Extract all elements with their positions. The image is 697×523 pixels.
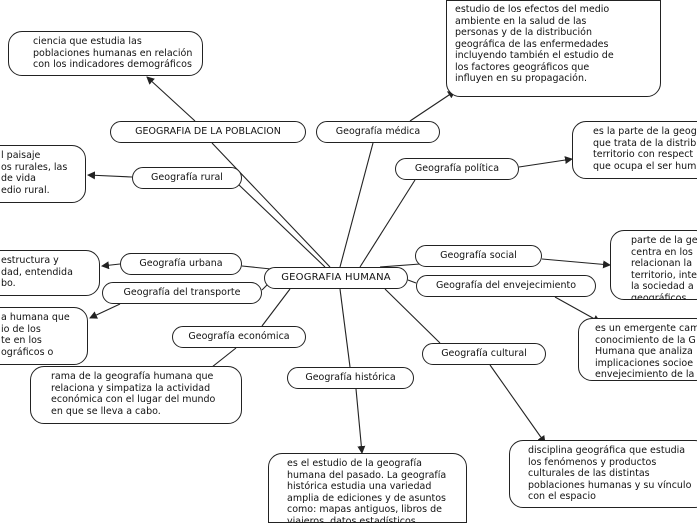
- edge-center-poblacion: [211, 142, 331, 268]
- edge-politica-desc: [518, 156, 573, 168]
- node-geografia-medica[interactable]: Geografía médica: [316, 121, 440, 143]
- node-geografia-rural[interactable]: Geografía rural: [132, 167, 242, 189]
- edge-poblacion-desc: [146, 76, 196, 122]
- edge-social-desc: [541, 258, 611, 269]
- node-geografia-historica[interactable]: Geografía histórica: [287, 367, 414, 389]
- center-node-label: GEOGRAFIA HUMANA: [281, 272, 391, 284]
- desc-envejecimiento: es un emergente cam conocimiento de la G…: [578, 318, 697, 381]
- node-label: Geografía rural: [151, 172, 223, 184]
- node-geografia-transporte[interactable]: Geografía del transporte: [102, 282, 262, 304]
- node-label: Geografía política: [414, 163, 500, 175]
- node-geografia-politica[interactable]: Geografía política: [395, 158, 519, 180]
- node-geografia-economica[interactable]: Geografía económica: [172, 326, 306, 348]
- node-label: Geografía económica: [188, 331, 290, 343]
- node-geografia-urbana[interactable]: Geografía urbana: [120, 253, 242, 275]
- node-geografia-poblacion[interactable]: GEOGRAFIA DE LA POBLACION: [110, 121, 306, 143]
- node-geografia-social[interactable]: Geografía social: [415, 245, 542, 267]
- node-label: Geografía del envejecimiento: [435, 280, 577, 292]
- node-geografia-envejecimiento[interactable]: Geografía del envejecimiento: [416, 275, 596, 297]
- desc-politica: es la parte de la geog que trata de la d…: [572, 121, 697, 179]
- edge-center-economica: [261, 288, 291, 327]
- desc-historica: es el estudio de la geografía humana del…: [268, 453, 467, 523]
- edge-medica-desc: [409, 90, 456, 122]
- node-label: Geografía del transporte: [123, 287, 241, 299]
- edge-rural-desc: [87, 171, 133, 180]
- desc-economica: rama de la geografía humana que relacion…: [30, 366, 242, 424]
- node-label: Geografía urbana: [139, 258, 223, 270]
- edge-cultural-desc: [489, 364, 546, 444]
- node-label: GEOGRAFIA DE LA POBLACION: [135, 126, 281, 138]
- desc-rural: l paisaje os rurales, las de vida edio r…: [0, 145, 86, 203]
- edge-center-social: [379, 263, 421, 268]
- node-label: Geografía social: [440, 250, 517, 262]
- desc-transporte: a humana que io de los te en los ográfic…: [0, 307, 88, 365]
- edge-center-cultural: [384, 288, 441, 344]
- edge-center-envejecimiento: [407, 279, 417, 284]
- desc-cultural: disciplina geográfica que estudia los fe…: [509, 440, 697, 508]
- desc-urbana: estructura y dad, entendida bo.: [0, 250, 100, 296]
- edge-historica-desc: [355, 388, 366, 454]
- node-label: Geografía médica: [335, 126, 421, 138]
- node-geografia-cultural[interactable]: Geografía cultural: [422, 343, 546, 365]
- edge-center-historica: [339, 288, 351, 368]
- desc-poblacion: ciencia que estudia las poblaciones huma…: [8, 31, 203, 76]
- edge-transporte-desc: [89, 303, 121, 319]
- edge-center-politica: [359, 179, 416, 268]
- desc-social: parte de la ge centra en los relacionan …: [610, 230, 697, 300]
- desc-medica: estudio de los efectos del medio ambient…: [446, 0, 661, 97]
- edge-urbana-desc: [101, 261, 121, 270]
- node-label: Geografía cultural: [441, 348, 527, 360]
- edge-center-rural: [237, 183, 326, 268]
- center-node-geografia-humana[interactable]: GEOGRAFIA HUMANA: [264, 267, 408, 289]
- node-label: Geografía histórica: [305, 372, 396, 384]
- edge-envejecimiento-desc: [554, 296, 601, 323]
- edge-center-medica: [339, 142, 374, 268]
